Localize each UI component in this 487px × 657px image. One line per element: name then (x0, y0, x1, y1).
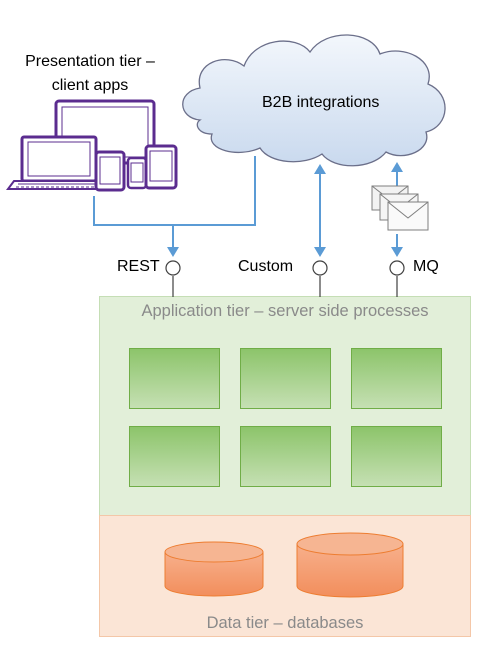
presentation-tier-label: Presentation tier – client apps (10, 50, 170, 98)
custom-arrowhead-down (314, 247, 326, 257)
process-box-1 (129, 348, 220, 409)
presentation-tier-line-2: client apps (51, 77, 129, 94)
cloud-icon (182, 34, 446, 167)
envelope-icon (371, 185, 429, 231)
database-icon (164, 541, 264, 597)
process-box-3 (351, 348, 442, 409)
process-box-5 (240, 426, 331, 487)
process-box-6 (351, 426, 442, 487)
data-tier-box (99, 515, 471, 637)
devices-icon (6, 99, 178, 192)
mq-port (389, 260, 405, 276)
rest-label: REST (117, 258, 160, 275)
process-box-4 (129, 426, 220, 487)
mq-label: MQ (413, 258, 439, 275)
arrowheads (167, 162, 403, 257)
process-box-2 (240, 348, 331, 409)
rest-connector (93, 156, 256, 226)
custom-label: Custom (238, 258, 294, 275)
custom-arrowhead-up (314, 164, 326, 174)
custom-port (312, 260, 328, 276)
mq-arrowhead-up (391, 162, 403, 172)
rest-port (165, 260, 181, 276)
b2b-integrations-label: B2B integrations (262, 94, 380, 111)
application-tier-label: Application tier – server side processes (141, 302, 429, 320)
rest-arrowhead (167, 247, 179, 257)
mq-arrowhead-down (391, 247, 403, 257)
data-tier-label: Data tier – databases (206, 614, 364, 632)
process-boxes (129, 348, 442, 487)
database-icon (296, 532, 404, 598)
presentation-tier-line-1: Presentation tier – (25, 53, 155, 70)
interface-ports (165, 260, 405, 297)
